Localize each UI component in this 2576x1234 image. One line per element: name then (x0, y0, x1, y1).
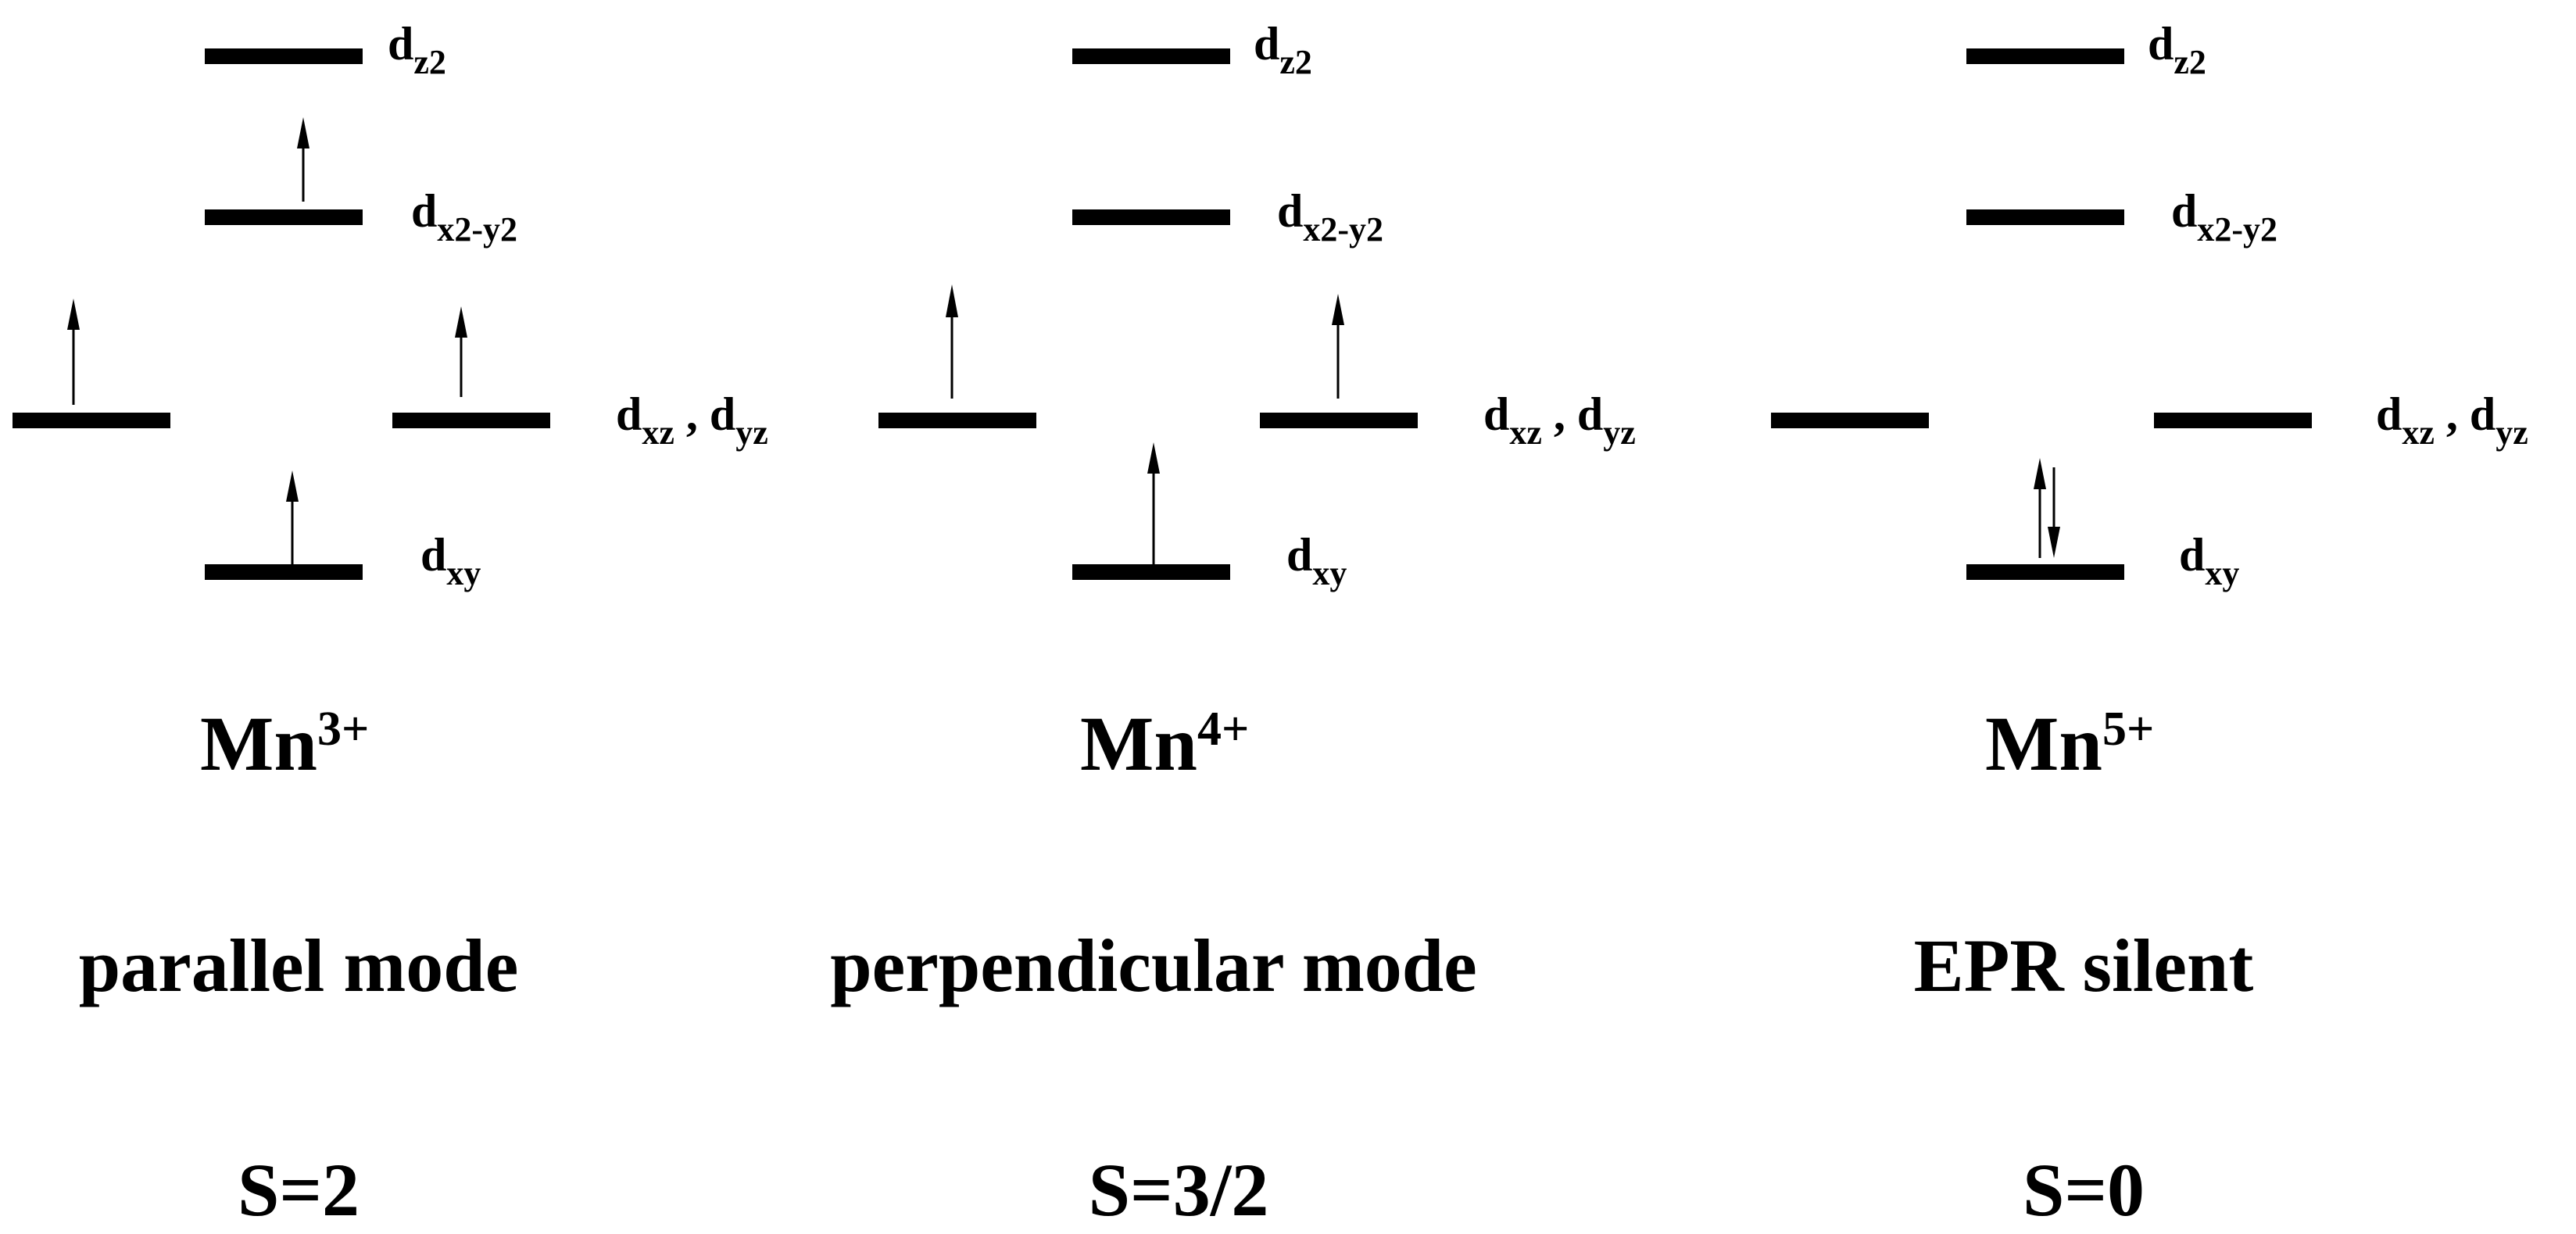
label-dxz-dyz: dxz , dyz (616, 388, 768, 452)
spin-up-arrow-dx2y2 (297, 117, 309, 202)
ion-label-mn4: Mn4+ (1080, 700, 1249, 787)
label-dxy: dxy (420, 529, 481, 592)
label-dx2y2: dx2-y2 (1277, 185, 1383, 249)
label-dx2y2: dx2-y2 (411, 185, 517, 249)
label-dxy: dxy (1286, 529, 1347, 592)
mode-label-epr-silent: EPR silent (1914, 924, 2254, 1007)
spin-value-mn5: S=0 (2023, 1148, 2145, 1232)
spin-up-arrow-dyz (1332, 294, 1344, 399)
ion-label-mn5: Mn5+ (1985, 700, 2154, 787)
label-dz2: dz2 (388, 18, 446, 81)
spin-up-arrow-dyz (455, 306, 467, 397)
spin-up-arrow-dxz (67, 299, 80, 405)
spin-value-mn4: S=3/2 (1089, 1148, 1269, 1232)
spin-up-arrow-dxz (946, 284, 958, 399)
spin-up-arrow-dxy (1147, 442, 1160, 564)
label-dxz-dyz: dxz , dyz (1483, 388, 1636, 452)
mode-label-perpendicular: perpendicular mode (830, 924, 1477, 1007)
mode-label-parallel: parallel mode (79, 924, 519, 1007)
label-dxy: dxy (2179, 529, 2239, 592)
spin-up-arrow-dxy (286, 470, 299, 564)
panel-mn4: dz2 dx2-y2 dxz , dyz dxy Mn4+ perpendicu… (830, 18, 1636, 1232)
label-dx2y2: dx2-y2 (2171, 185, 2277, 249)
spin-value-mn3: S=2 (238, 1148, 360, 1232)
label-dz2: dz2 (1254, 18, 1312, 81)
label-dz2: dz2 (2148, 18, 2206, 81)
ion-label-mn3: Mn3+ (200, 700, 369, 787)
panel-mn5: dz2 dx2-y2 dxz , dyz dxy Mn5+ EPR silent… (1771, 18, 2528, 1232)
spin-pair-arrows-dxy (2034, 458, 2060, 558)
label-dxz-dyz: dxz , dyz (2376, 388, 2528, 452)
panel-mn3: dz2 dx2-y2 dxz , dyz dxy Mn3+ parallel m… (13, 18, 768, 1232)
